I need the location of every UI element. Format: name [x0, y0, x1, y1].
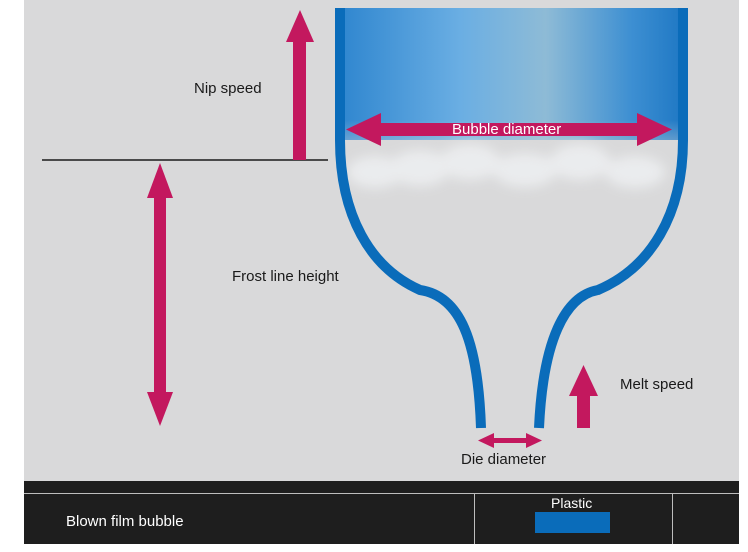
footer-separator-left: [474, 493, 475, 544]
legend-footer: Blown film bubble Plastic: [24, 481, 739, 544]
bubble-body: [340, 8, 683, 140]
legend-plastic-label: Plastic: [551, 495, 593, 511]
frost-line-height-arrow: [147, 163, 173, 426]
bubble-diameter-label: Bubble diameter: [452, 121, 562, 138]
figure-caption: Blown film bubble: [66, 513, 184, 530]
bubble-diameter-arrow: [346, 113, 672, 146]
footer-rule: [24, 493, 739, 494]
melt-speed-arrow: [569, 365, 598, 428]
bubble-wall-left: [335, 8, 486, 429]
nip-speed-arrow: [286, 10, 314, 160]
melt-speed-label: Melt speed: [620, 376, 694, 393]
die-diameter-label: Die diameter: [461, 451, 547, 468]
frost-clouds: [347, 144, 665, 188]
bubble-wall-right: [534, 8, 688, 429]
frost-line-height-label: Frost line height: [232, 268, 339, 285]
legend-plastic-swatch: [535, 512, 610, 533]
nip-speed-label: Nip speed: [194, 80, 262, 97]
footer-separator-right: [672, 493, 673, 544]
footer-top-bar: [24, 481, 739, 493]
die-diameter-arrow: [478, 433, 542, 448]
